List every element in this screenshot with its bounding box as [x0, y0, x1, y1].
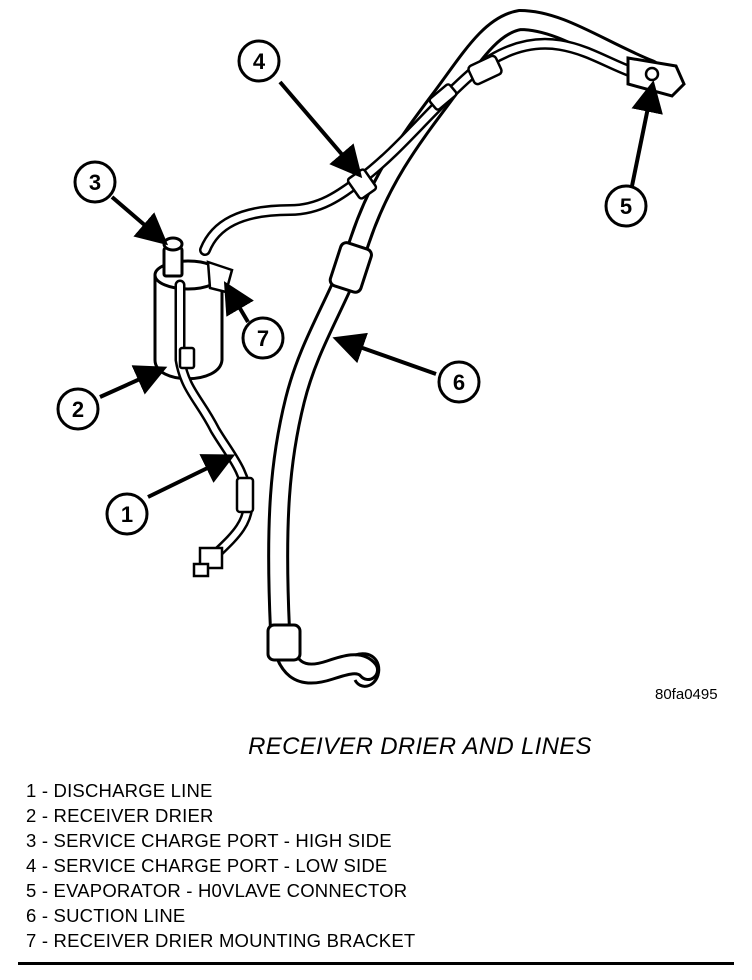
legend-item: 5 - EVAPORATOR - H0VLAVE CONNECTOR: [26, 880, 408, 901]
suction-line: [266, 8, 661, 688]
callout-arrow-7: [223, 281, 254, 324]
callout-2-number: 2: [72, 397, 84, 422]
callout-arrow-5: [630, 80, 663, 187]
callout-6: 6: [437, 360, 481, 404]
legend-item: 6 - SUCTION LINE: [26, 905, 186, 926]
legend-list: 1 - DISCHARGE LINE 2 - RECEIVER DRIER 3 …: [26, 778, 415, 953]
bottom-rule: [18, 962, 734, 965]
receiver-drier-illustration: 1 2 3 4 5 6 7: [56, 8, 686, 688]
callout-4: 4: [237, 39, 281, 83]
callout-arrow-2: [99, 365, 168, 399]
callout-6-number: 6: [453, 370, 465, 395]
low-side-line: [199, 37, 646, 256]
callout-arrow-6: [332, 332, 437, 376]
figure-code: 80fa0495: [655, 686, 718, 703]
callout-7: 7: [241, 316, 285, 360]
callout-2: 2: [56, 387, 100, 431]
figure-title: RECEIVER DRIER AND LINES: [248, 733, 592, 760]
callout-arrow-3: [110, 195, 169, 246]
callout-4-number: 4: [253, 49, 266, 74]
callout-arrow-1: [147, 454, 236, 499]
callout-3-number: 3: [89, 170, 101, 195]
callout-arrow-4: [278, 80, 363, 179]
legend-item: 2 - RECEIVER DRIER: [26, 805, 214, 826]
callout-5: 5: [604, 184, 648, 228]
legend-item: 7 - RECEIVER DRIER MOUNTING BRACKET: [26, 930, 416, 951]
callout-7-number: 7: [257, 326, 269, 351]
legend-item: 1 - DISCHARGE LINE: [26, 780, 213, 801]
callout-5-number: 5: [620, 194, 632, 219]
callout-1-number: 1: [121, 502, 133, 527]
callout-3: 3: [73, 160, 117, 204]
legend-item: 3 - SERVICE CHARGE PORT - HIGH SIDE: [26, 830, 392, 851]
callout-1: 1: [105, 492, 149, 536]
evaporator-connector: [626, 56, 686, 98]
legend-item: 4 - SERVICE CHARGE PORT - LOW SIDE: [26, 855, 388, 876]
